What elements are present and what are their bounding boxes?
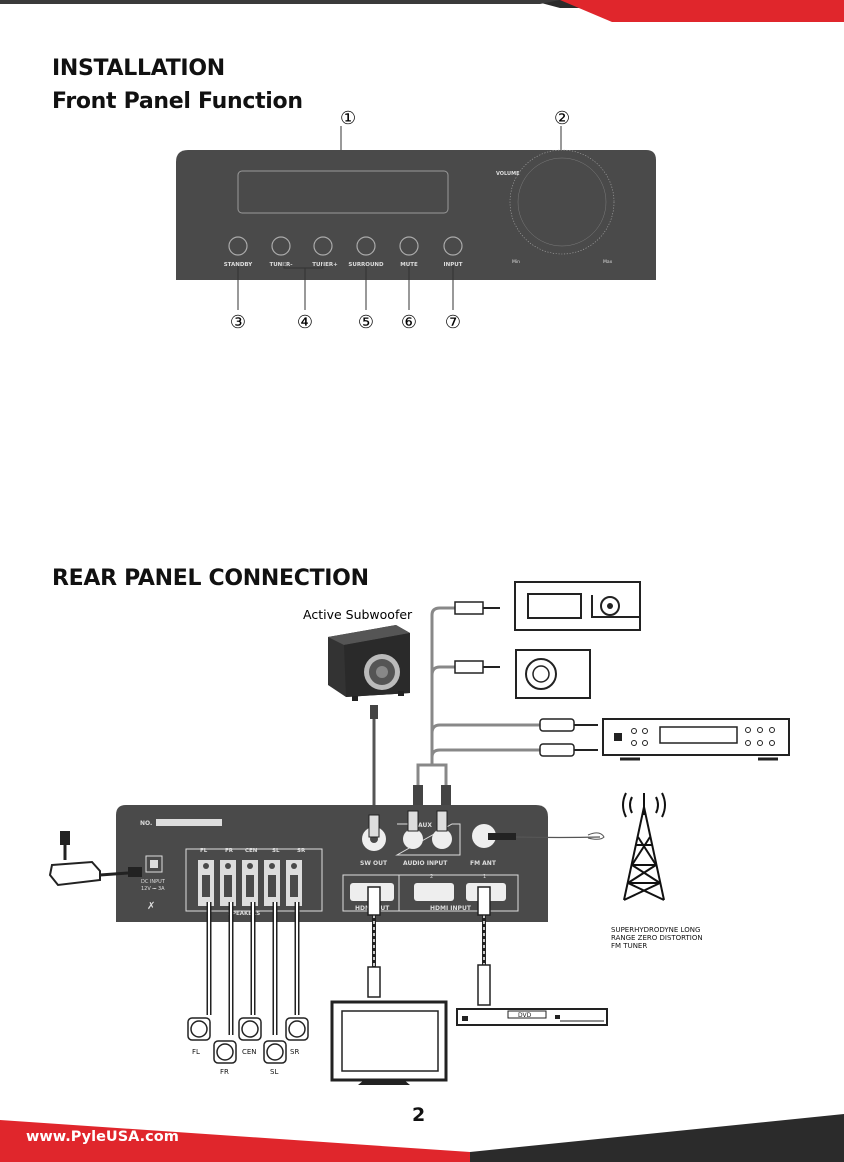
header-band [0,0,844,22]
antenna-tower-icon [622,792,666,901]
aux-label: AUX [418,822,432,829]
ch-fl: FL [200,848,208,854]
btn-input: INPUT [444,262,463,268]
front-panel-diagram: ① ② VOLUME Min Max STANDBY TUNER- TUNER+… [176,108,656,333]
btn-standby: STANDBY [224,262,254,268]
section-title-front: Front Panel Function [52,89,303,114]
speaker-sl-label: SL [270,1068,278,1076]
callout-7: ⑦ [445,312,461,333]
callout-2: ② [554,108,570,129]
subwoofer-label: Active Subwoofer [303,607,413,622]
speaker-fr-label: FR [220,1068,229,1076]
rear-panel-body: NO. DC INPUT 12V ⎓ 3A ✗ FL FR CEN SL SR … [116,805,548,922]
callout-5: ⑤ [358,312,374,333]
weee-icon: ✗ [147,901,155,912]
hdmi-input-label: HDMI INPUT [430,905,472,912]
volume-max: Max [603,259,613,265]
callout-3: ③ [230,312,246,333]
dvd-player-icon: DVD [456,1008,608,1026]
page-title: INSTALLATION [52,56,225,81]
dc-input-label: DC INPUT [141,879,166,885]
footer-band [0,1114,844,1162]
sw-out-label: SW OUT [360,860,388,867]
audio-input-label: AUDIO INPUT [403,860,448,867]
subwoofer-icon [328,625,410,701]
callout-1: ① [340,108,356,129]
footer-url[interactable]: www.PyleUSA.com [26,1129,179,1145]
speaker-sr-label: SR [290,1048,299,1056]
power-adapter-icon [48,831,142,887]
speaker-icons [187,1017,309,1064]
ch-sl: SL [272,848,280,854]
ch-fr: FR [225,848,234,854]
page-number: 2 [412,1104,426,1126]
speaker-fl-label: FL [192,1048,200,1056]
fm-ant-label: FM ANT [470,860,497,867]
btn-tuner-minus: TUNER- [269,262,292,268]
dvd-label: DVD [518,1012,532,1019]
volume-label: VOLUME [496,171,520,177]
volume-min: Min [512,259,520,265]
dc-rating: 12V ⎓ 3A [141,886,165,892]
callout-6: ⑥ [401,312,417,333]
source-device-1 [514,581,641,631]
callout-4: ④ [297,312,313,333]
tv-icon [330,1000,448,1085]
speakers-group-label: SPEAKERS [228,911,260,917]
hdmi-num-1: 1 [483,874,486,880]
rear-panel-diagram: Active Subwoofer [48,581,790,1085]
panel-no: NO. [140,820,152,827]
source-device-2 [515,649,591,699]
ch-sr: SR [297,848,306,854]
source-device-3 [602,718,790,761]
hdmi-num-2: 2 [430,874,433,880]
tuner-text-3: FM TUNER [611,942,647,950]
btn-tuner-plus: TUNER+ [312,262,338,268]
speaker-cen-label: CEN [242,1048,257,1056]
tuner-text-1: SUPERHYDRODYNE LONG [611,926,700,934]
ch-cen: CEN [245,848,258,854]
btn-mute: MUTE [400,262,418,268]
section-title-rear: REAR PANEL CONNECTION [52,566,369,591]
btn-surround: SURROUND [348,262,384,268]
tuner-text-2: RANGE ZERO DISTORTION [611,934,703,942]
